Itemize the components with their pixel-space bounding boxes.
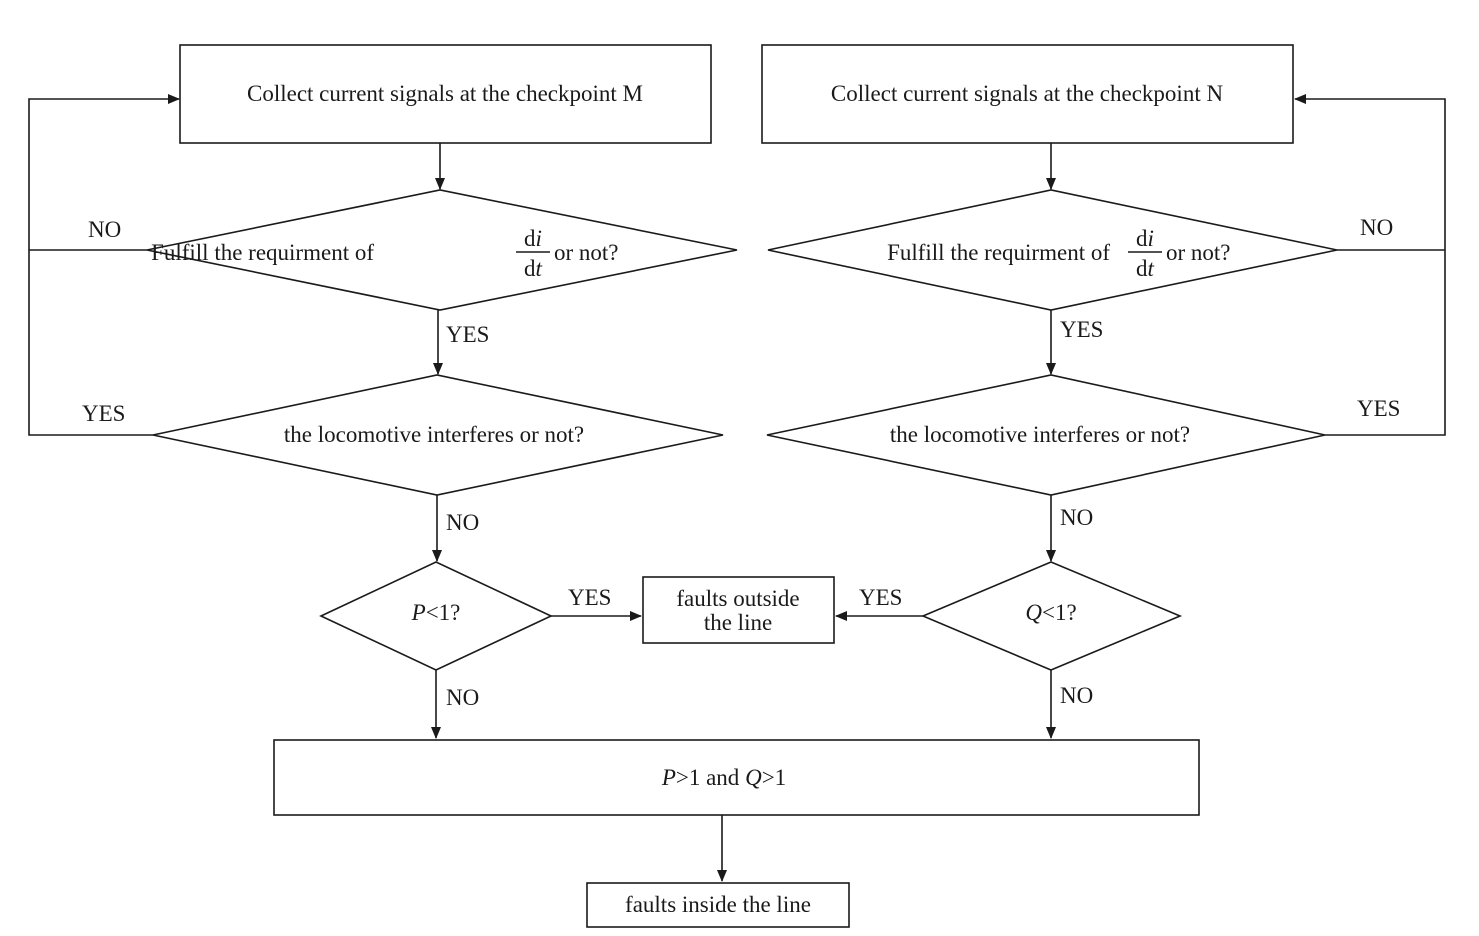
loco-n-label: the locomotive interferes or not?: [890, 422, 1190, 447]
label-p-no: NO: [446, 685, 479, 710]
loop-m-feedback: [28, 94, 180, 436]
didt-m-denominator: dt: [524, 256, 543, 281]
didt-n-prefix: Fulfill the requirment of: [887, 240, 1110, 265]
label-didt-m-no: NO: [88, 217, 121, 242]
label-p-yes: YES: [568, 585, 611, 610]
didt-m-suffix: or not?: [554, 240, 619, 265]
didt-m-numerator: di: [524, 226, 542, 251]
didt-m-diamond: [146, 189, 738, 311]
faults-inside-label: faults inside the line: [625, 892, 811, 917]
didt-n-suffix: or not?: [1166, 240, 1231, 265]
collect-n-label: Collect current signals at the checkpoin…: [831, 81, 1224, 106]
label-q-no: NO: [1060, 683, 1093, 708]
faults-outside-line2: the line: [704, 610, 772, 635]
label-loco-n-yes: YES: [1357, 396, 1400, 421]
label-didt-n-yes: YES: [1060, 317, 1103, 342]
collect-m-label: Collect current signals at the checkpoin…: [247, 81, 643, 106]
label-didt-m-yes: YES: [446, 322, 489, 347]
loco-m-label: the locomotive interferes or not?: [284, 422, 584, 447]
pq-condition-label: P>1 and Q>1: [661, 765, 786, 790]
label-loco-n-no: NO: [1060, 505, 1093, 530]
loop-n-feedback: [1294, 94, 1446, 436]
faults-outside-box: [642, 576, 835, 644]
label-q-yes: YES: [859, 585, 902, 610]
p-label: P<1?: [411, 600, 461, 625]
label-didt-n-no: NO: [1360, 215, 1393, 240]
q-label: Q<1?: [1025, 600, 1076, 625]
pq-condition-box: [273, 739, 1200, 816]
loco-m-diamond: [152, 374, 724, 496]
q-diamond: [920, 561, 1183, 671]
collect-m-box: [179, 44, 712, 144]
didt-n-numerator: di: [1136, 226, 1154, 251]
didt-m-fraction: di dt: [516, 226, 550, 281]
didt-n-fraction: di dt: [1128, 226, 1162, 281]
collect-n-box: [761, 44, 1294, 144]
didt-m-prefix: Fulfill the requirment of: [151, 240, 374, 265]
label-loco-m-no: NO: [446, 510, 479, 535]
didt-n-denominator: dt: [1136, 256, 1155, 281]
faults-inside-box: [586, 882, 850, 928]
faults-outside-line1: faults outside: [676, 586, 799, 611]
label-loco-m-yes: YES: [82, 401, 125, 426]
